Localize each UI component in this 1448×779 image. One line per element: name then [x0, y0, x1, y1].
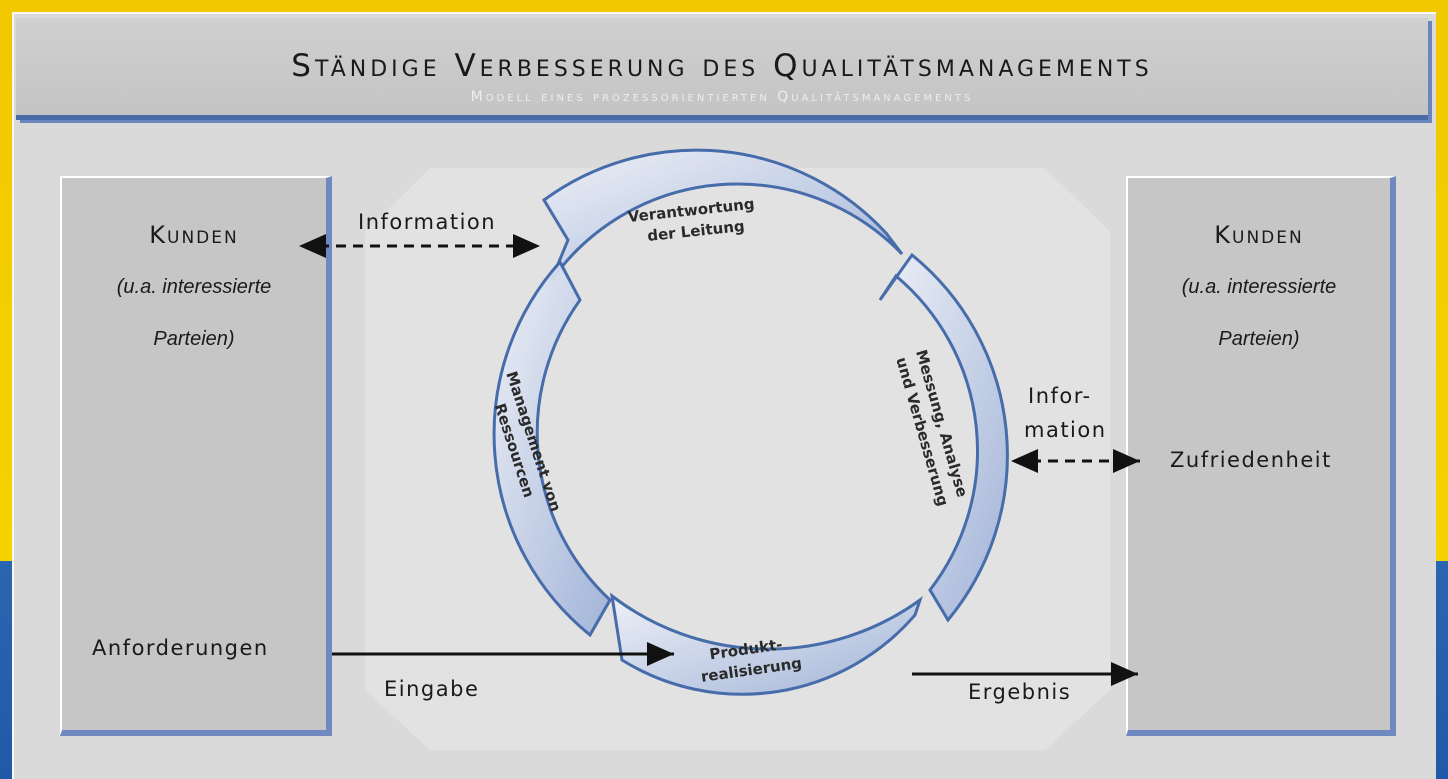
satisfaction-label: Zufriedenheit [1170, 448, 1332, 472]
customer-box-right: Kunden (u.a. interessierte Parteien) [1126, 176, 1396, 736]
segment-top-shape [542, 148, 904, 282]
customer-note-right-1: (u.a. interessierte [1181, 276, 1337, 298]
requirements-label: Anforderungen [92, 636, 269, 660]
customer-heading-left: Kunden [149, 221, 239, 249]
information-label-right-2: mation [1024, 418, 1107, 442]
input-label: Eingabe [384, 677, 480, 701]
customer-heading-right: Kunden [1214, 221, 1304, 249]
page-title: Ständige Verbesserung des Qualitätsmanag… [291, 48, 1153, 84]
output-label: Ergebnis [968, 680, 1072, 704]
title-bar: Ständige Verbesserung des Qualitätsmanag… [16, 18, 1428, 120]
page-subtitle: Modell eines prozessorientierten Qualitä… [470, 89, 974, 105]
segment-bottom-shape [609, 592, 923, 696]
information-label-top: Information [358, 210, 497, 234]
information-label-right-1: Infor- [1028, 384, 1092, 408]
segment-right-shape [878, 252, 1009, 623]
customer-box-left: Kunden (u.a. interessierte Parteien) [60, 176, 332, 736]
customer-note-right-2: Parteien) [1218, 328, 1300, 350]
segment-left-shape [492, 259, 612, 638]
customer-note-left-1: (u.a. interessierte [116, 276, 272, 298]
customer-note-left-2: Parteien) [153, 328, 235, 350]
